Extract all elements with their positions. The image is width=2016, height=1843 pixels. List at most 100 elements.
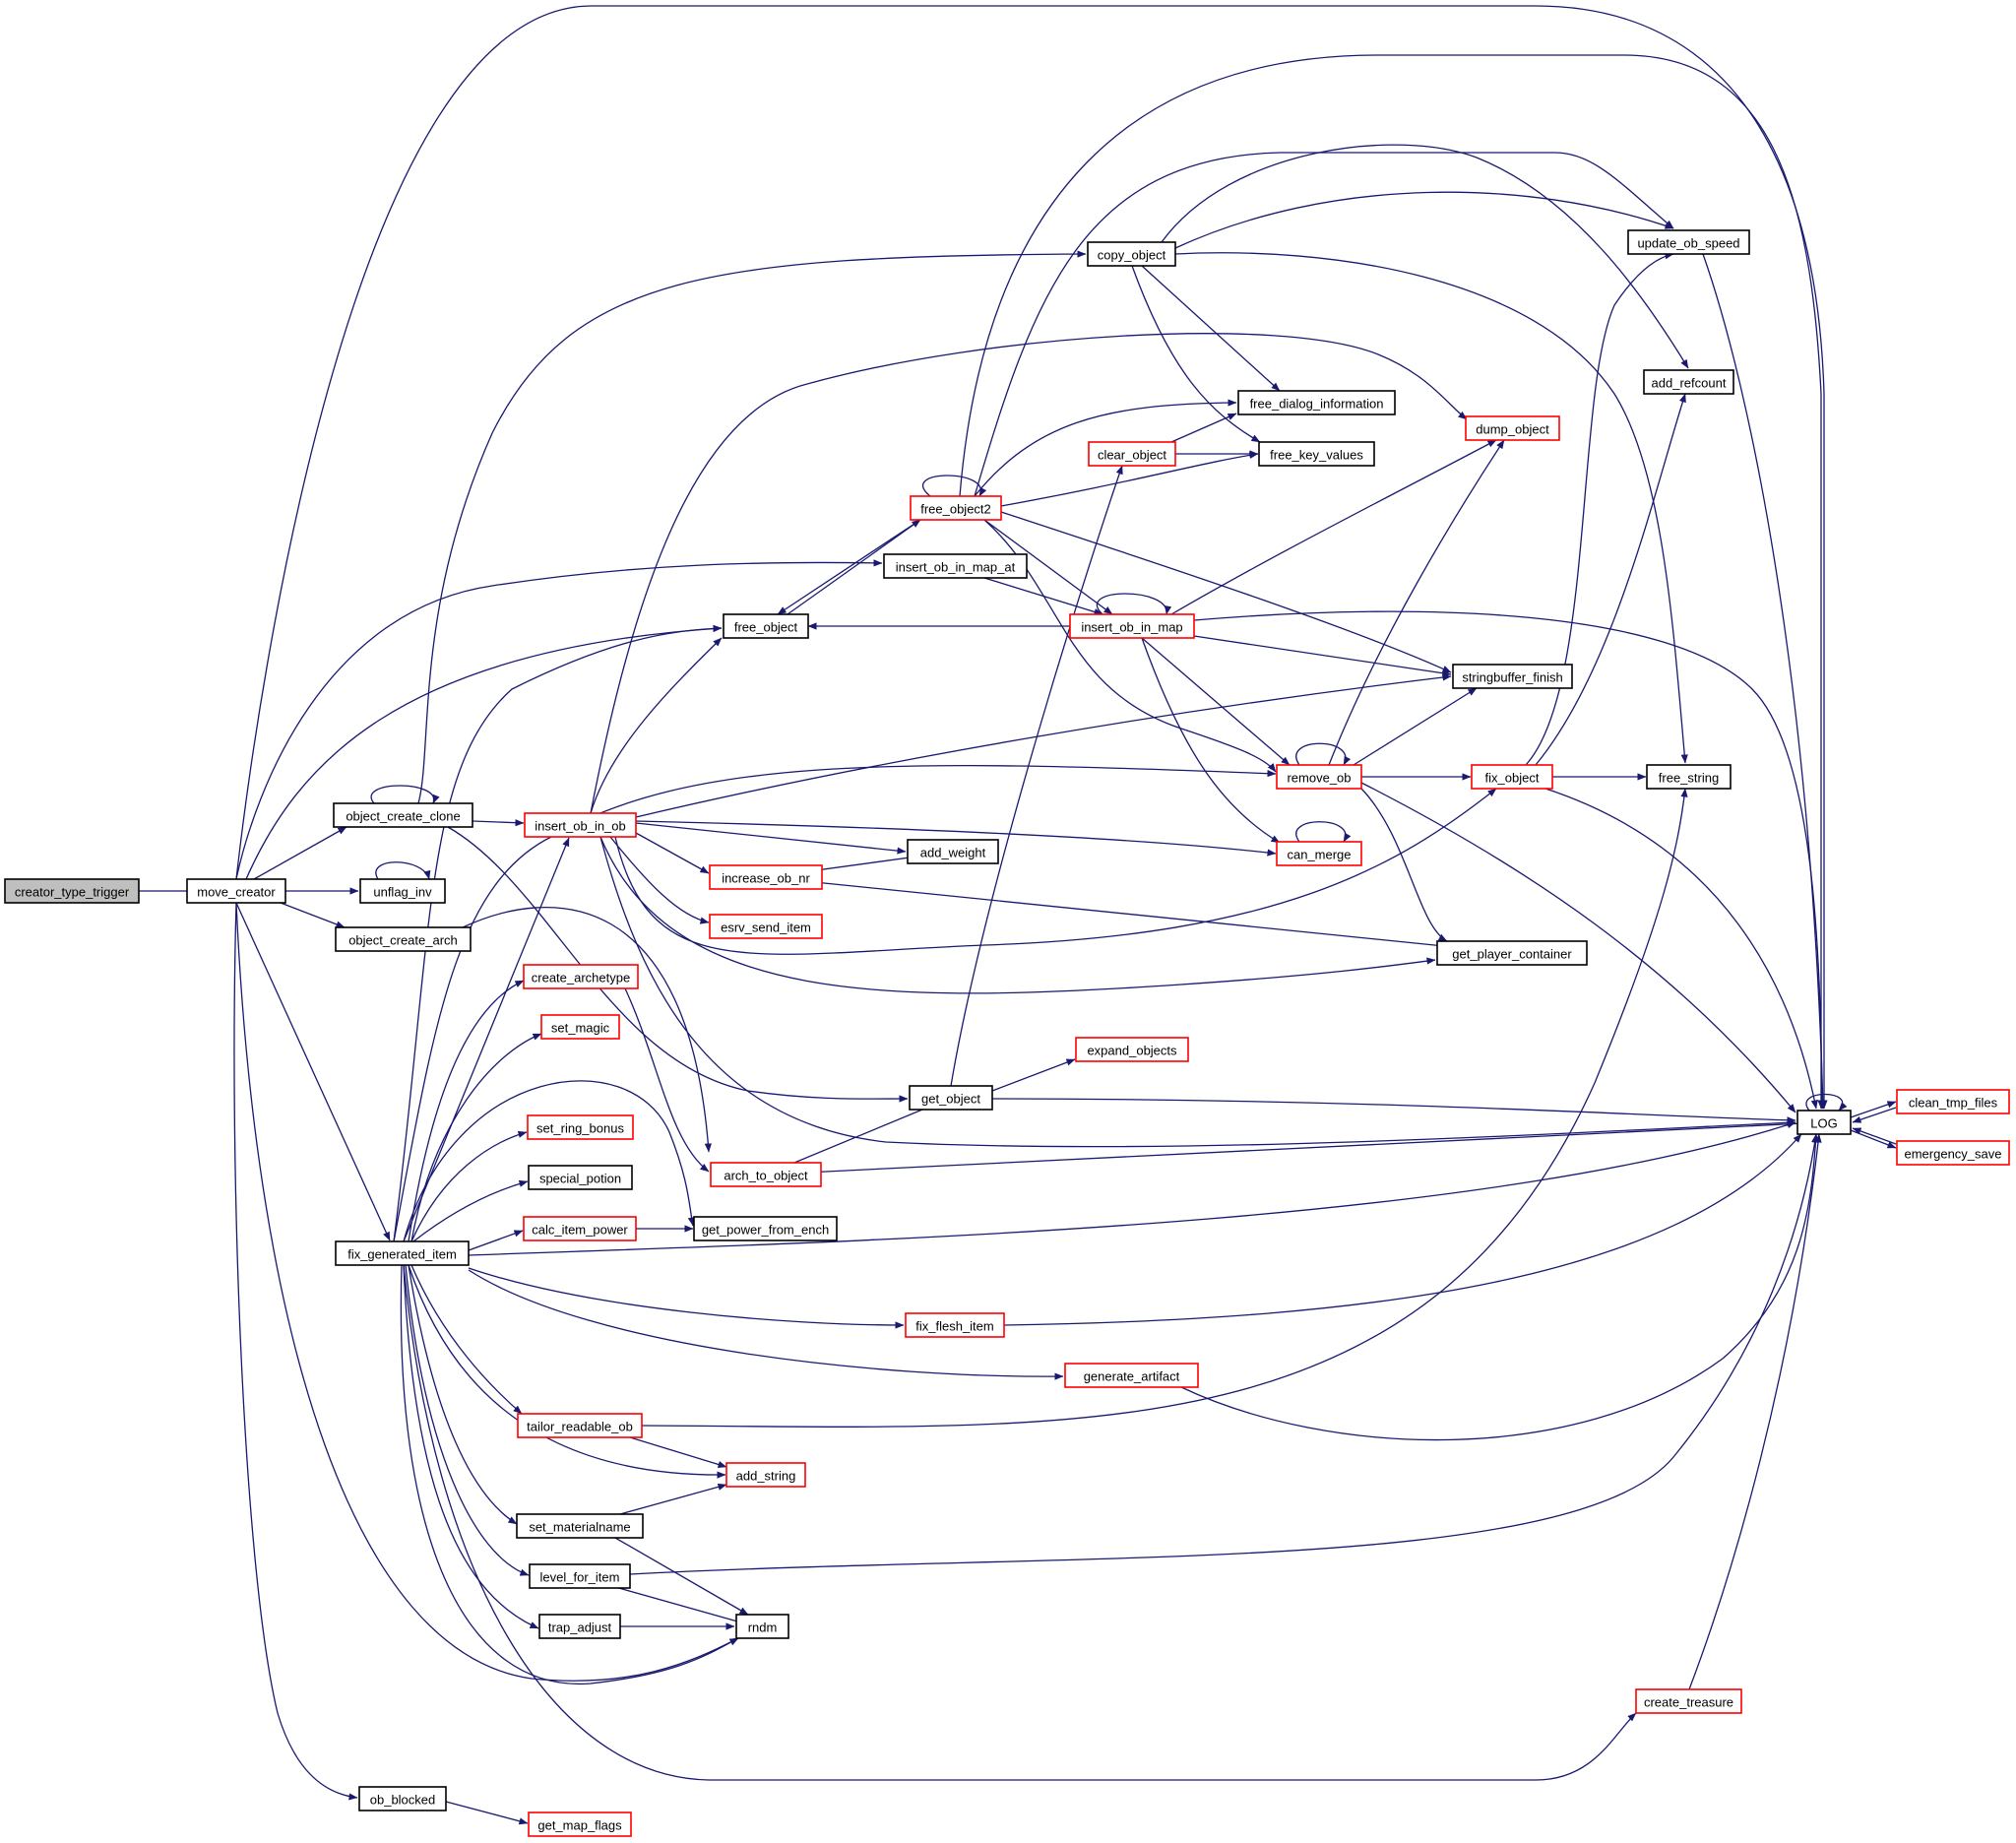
node-box (517, 1413, 643, 1438)
node-label: ob_blocked (370, 1793, 436, 1808)
node-trap_adjust[interactable]: trap_adjust (538, 1614, 621, 1639)
node-free_object2[interactable]: free_object2 (910, 495, 1002, 521)
edge-insert_ob_in_map-to-dump_object (1170, 439, 1497, 615)
edge-clear_object-to-free_dialog_information (1170, 413, 1237, 443)
node-emergency_save[interactable]: emergency_save (1896, 1140, 2010, 1166)
node-label: get_power_from_ench (702, 1223, 829, 1238)
node-calc_item_power[interactable]: calc_item_power (523, 1216, 637, 1241)
node-esrv_send_item[interactable]: esrv_send_item (709, 914, 823, 939)
edge-create_archetype-to-arch_to_object (624, 987, 710, 1173)
edge-move_creator-to-ob_blocked (233, 902, 358, 1801)
node-free_object[interactable]: free_object (723, 613, 809, 639)
node-clear_object[interactable]: clear_object (1088, 441, 1176, 467)
node-label: emergency_save (1905, 1147, 2002, 1162)
node-box (1465, 415, 1560, 441)
node-label: calc_item_power (532, 1223, 628, 1238)
edge-emergency_save-to-LOG (1852, 1127, 1897, 1145)
node-update_ob_speed[interactable]: update_ob_speed (1627, 229, 1750, 255)
edge-fix_generated_item-to-calc_item_power (468, 1230, 524, 1251)
node-free_dialog_information[interactable]: free_dialog_information (1237, 390, 1396, 415)
node-fix_generated_item[interactable]: fix_generated_item (335, 1240, 470, 1266)
node-label: fix_generated_item (347, 1247, 457, 1262)
node-ob_blocked[interactable]: ob_blocked (358, 1786, 447, 1811)
edge-insert_ob_in_map-to-stringbuffer_finish (1193, 635, 1452, 677)
node-get_map_flags[interactable]: get_map_flags (528, 1811, 632, 1837)
edge-free_object2-to-free_key_values (1000, 451, 1259, 507)
node-arch_to_object[interactable]: arch_to_object (710, 1162, 822, 1187)
node-free_key_values[interactable]: free_key_values (1258, 441, 1375, 467)
node-get_power_from_ench[interactable]: get_power_from_ench (693, 1216, 838, 1241)
node-label: insert_ob_in_map_at (896, 560, 1016, 575)
edge-fix_generated_item-to-free_object (393, 624, 723, 1242)
node-box (1237, 390, 1396, 415)
node-remove_ob[interactable]: remove_ob (1276, 764, 1362, 790)
node-special_potion[interactable]: special_potion (528, 1165, 633, 1190)
edge-move_creator-to-free_object (245, 624, 723, 880)
node-LOG[interactable]: LOG (1796, 1110, 1852, 1135)
edge-remove_ob-to-get_player_container (1360, 788, 1448, 942)
node-dump_object[interactable]: dump_object (1465, 415, 1560, 441)
node-box (1896, 1140, 2010, 1166)
node-label: object_create_arch (348, 933, 458, 948)
node-unflag_inv[interactable]: unflag_inv (359, 878, 446, 904)
node-get_player_container[interactable]: get_player_container (1436, 940, 1588, 966)
node-copy_object[interactable]: copy_object (1087, 241, 1176, 267)
edge-insert_ob_in_ob-to-get_player_container (599, 836, 1436, 994)
node-clean_tmp_files[interactable]: clean_tmp_files (1896, 1089, 2010, 1114)
node-level_for_item[interactable]: level_for_item (529, 1563, 631, 1589)
node-set_ring_bonus[interactable]: set_ring_bonus (527, 1114, 634, 1140)
edge-free_object2-to-free_dialog_information (974, 399, 1237, 497)
node-move_creator[interactable]: move_creator (186, 878, 286, 904)
edge-move_creator-to-rndm (235, 902, 739, 1682)
node-create_treasure[interactable]: create_treasure (1635, 1688, 1742, 1714)
node-free_string[interactable]: free_string (1646, 764, 1732, 790)
node-label: trap_adjust (548, 1621, 612, 1635)
node-create_archetype[interactable]: create_archetype (523, 964, 639, 989)
node-box (1258, 441, 1375, 467)
node-insert_ob_in_map_at[interactable]: insert_ob_in_map_at (883, 553, 1028, 579)
edge-insert_ob_in_map-to-can_merge (1141, 637, 1281, 844)
node-box (735, 1614, 789, 1639)
node-box (883, 553, 1028, 579)
node-object_create_arch[interactable]: object_create_arch (335, 926, 472, 952)
edge-level_for_item-to-rndm (614, 1586, 749, 1626)
node-stringbuffer_finish[interactable]: stringbuffer_finish (1452, 664, 1573, 689)
edge-object_create_clone-to-get_object (447, 826, 909, 1103)
node-label: LOG (1810, 1116, 1837, 1131)
edge-create_treasure-to-LOG (1688, 1133, 1822, 1690)
edge-insert_ob_in_ob-to-esrv_send_item (609, 836, 710, 924)
node-expand_objects[interactable]: expand_objects (1075, 1037, 1189, 1062)
node-box (335, 1240, 470, 1266)
node-box (516, 1513, 644, 1539)
node-fix_object[interactable]: fix_object (1471, 764, 1553, 790)
node-generate_artifact[interactable]: generate_artifact (1064, 1363, 1199, 1388)
edge-unflag_inv-to-unflag_inv (375, 861, 431, 880)
node-insert_ob_in_map[interactable]: insert_ob_in_map (1069, 613, 1195, 639)
node-add_string[interactable]: add_string (725, 1462, 806, 1488)
node-set_materialname[interactable]: set_materialname (516, 1513, 644, 1539)
edge-fix_generated_item-to-set_ring_bonus (410, 1130, 528, 1242)
node-label: get_map_flags (537, 1818, 622, 1833)
edge-move_creator-to-object_create_clone (253, 826, 347, 880)
node-set_magic[interactable]: set_magic (540, 1014, 620, 1040)
node-label: esrv_send_item (721, 921, 811, 935)
node-rndm[interactable]: rndm (735, 1614, 789, 1639)
node-add_refcount[interactable]: add_refcount (1643, 369, 1734, 395)
node-label: dump_object (1476, 422, 1549, 437)
node-object_create_clone[interactable]: object_create_clone (333, 802, 473, 828)
node-get_object[interactable]: get_object (909, 1085, 993, 1111)
node-box (1436, 940, 1588, 966)
node-fix_flesh_item[interactable]: fix_flesh_item (905, 1312, 1005, 1338)
edge-fix_generated_item-to-generate_artifact (468, 1269, 1064, 1380)
edge-free_object-to-free_object2 (787, 519, 921, 615)
edge-free_object2-to-update_ob_speed (974, 152, 1674, 497)
node-add_weight[interactable]: add_weight (907, 839, 999, 864)
node-insert_ob_in_ob[interactable]: insert_ob_in_ob (524, 812, 637, 838)
node-can_merge[interactable]: can_merge (1276, 841, 1362, 866)
node-increase_ob_nr[interactable]: increase_ob_nr (709, 864, 823, 890)
node-tailor_readable_ob[interactable]: tailor_readable_ob (517, 1413, 643, 1438)
node-box (358, 1786, 447, 1811)
node-label: unflag_inv (373, 885, 432, 900)
edge-LOG-to-LOG (1805, 1093, 1848, 1112)
